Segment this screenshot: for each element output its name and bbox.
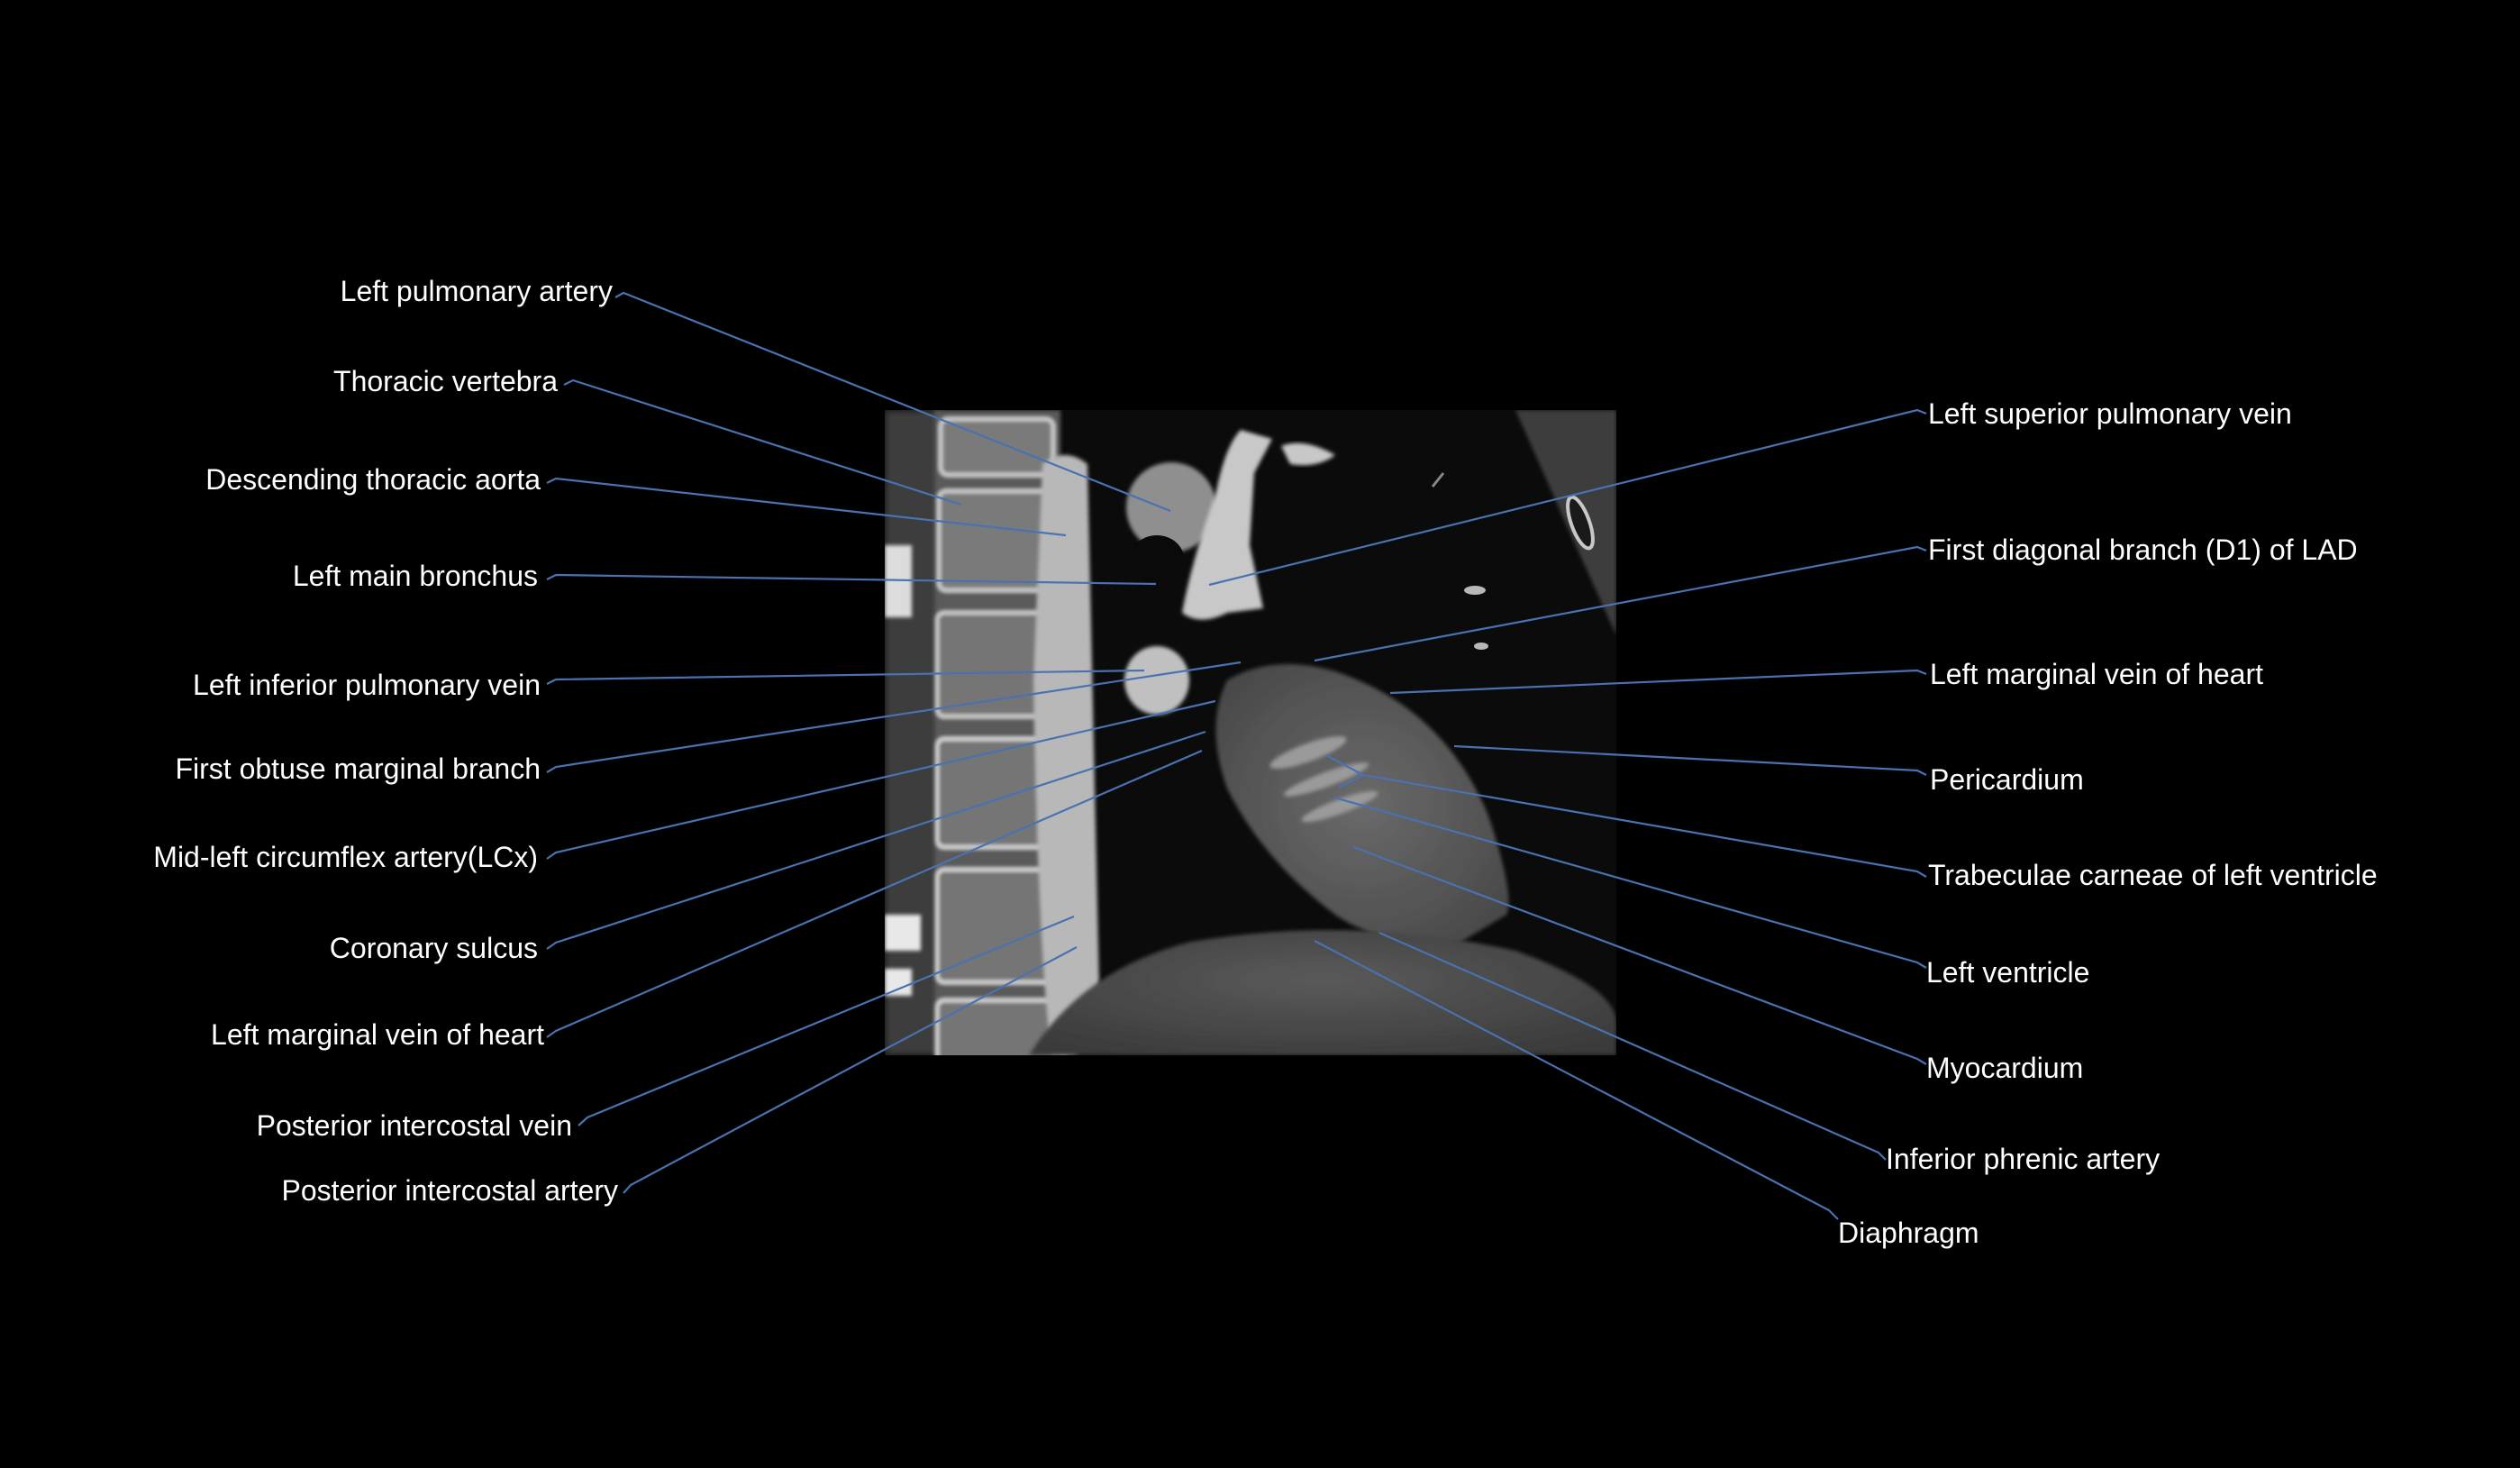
label-mid-left-circumflex-artery: Mid-left circumflex artery(LCx) xyxy=(153,841,538,873)
label-myocardium: Myocardium xyxy=(1926,1052,2084,1084)
ct-scan-image xyxy=(885,410,1616,1055)
label-left-main-bronchus: Left main bronchus xyxy=(292,560,538,592)
label-posterior-intercostal-artery: Posterior intercostal artery xyxy=(281,1174,618,1207)
label-left-marginal-vein-of-heart-left: Left marginal vein of heart xyxy=(211,1018,544,1051)
label-inferior-phrenic-artery: Inferior phrenic artery xyxy=(1886,1143,2161,1175)
label-left-ventricle: Left ventricle xyxy=(1926,956,2090,989)
ct-scan-graphic xyxy=(885,410,1616,1055)
label-diaphragm: Diaphragm xyxy=(1838,1217,1979,1249)
label-first-diagonal-branch-d1: First diagonal branch (D1) of LAD xyxy=(1928,533,2358,566)
label-first-obtuse-marginal-branch: First obtuse marginal branch xyxy=(175,752,541,785)
label-left-inferior-pulmonary-vein: Left inferior pulmonary vein xyxy=(193,669,541,701)
label-left-marginal-vein-of-heart-right: Left marginal vein of heart xyxy=(1930,658,2263,690)
label-left-pulmonary-artery: Left pulmonary artery xyxy=(340,275,613,307)
label-trabeculae-carneae: Trabeculae carneae of left ventricle xyxy=(1928,859,2378,891)
label-left-superior-pulmonary-vein: Left superior pulmonary vein xyxy=(1928,397,2292,430)
label-descending-thoracic-aorta: Descending thoracic aorta xyxy=(205,463,541,496)
label-pericardium: Pericardium xyxy=(1930,763,2084,796)
label-posterior-intercostal-vein: Posterior intercostal vein xyxy=(256,1109,572,1142)
label-thoracic-vertebra: Thoracic vertebra xyxy=(333,365,558,397)
label-coronary-sulcus: Coronary sulcus xyxy=(329,932,538,964)
